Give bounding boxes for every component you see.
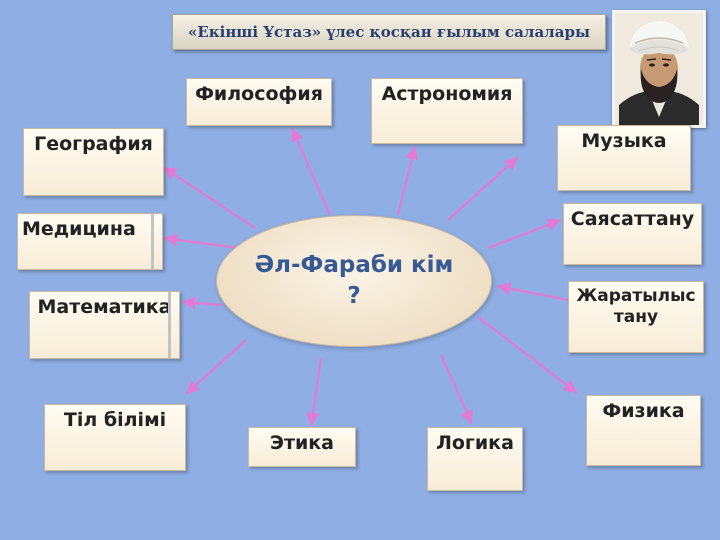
arrow-to-logic xyxy=(439,354,474,425)
node-label: Математика xyxy=(37,296,172,318)
arrow-to-philosophy xyxy=(290,127,332,216)
node-label: Жаратылыстану xyxy=(576,286,696,328)
node-scroll-divider xyxy=(151,214,154,269)
node-label: Философия xyxy=(195,83,323,105)
node-linguistics: Тіл білімі xyxy=(44,404,186,471)
page-title: «Екінші Ұстаз» үлес қосқан ғылым салалар… xyxy=(187,23,591,41)
node-politics: Саясаттану xyxy=(563,203,702,265)
arrow-to-politics xyxy=(487,218,562,250)
node-physics: Физика xyxy=(586,395,701,466)
arrow-to-physics xyxy=(477,316,578,394)
node-philosophy: Философия xyxy=(186,78,332,126)
node-scroll-divider xyxy=(168,292,171,358)
node-label: Медицина xyxy=(22,218,136,240)
node-geography: География xyxy=(23,128,164,196)
arrow-to-music xyxy=(447,156,519,221)
node-logic: Логика xyxy=(427,427,523,491)
arrow-to-geography xyxy=(162,166,256,229)
arrow-to-linguistics xyxy=(185,339,247,395)
arrow-to-medicine xyxy=(163,233,239,250)
node-astronomy: Астрономия xyxy=(371,78,523,144)
arrow-to-ethics xyxy=(306,357,323,427)
center-node: Әл-Фараби кім ? xyxy=(216,215,492,347)
node-natural-science: Жаратылыстану xyxy=(568,281,704,353)
center-question: Әл-Фараби кім ? xyxy=(254,251,454,309)
node-label: Музыка xyxy=(581,130,667,152)
node-label: Этика xyxy=(270,432,334,454)
node-medicine: Медицина xyxy=(17,213,163,270)
node-label: Астрономия xyxy=(381,83,513,105)
node-music: Музыка xyxy=(557,125,691,191)
arrow-to-mathematics xyxy=(181,296,223,310)
node-label: География xyxy=(34,133,153,155)
node-label: Саясаттану xyxy=(570,208,695,230)
node-mathematics: Математика xyxy=(29,291,180,359)
node-ethics: Этика xyxy=(248,427,356,467)
arrow-to-astronomy xyxy=(396,145,419,216)
node-label: Тіл білімі xyxy=(63,409,167,431)
node-label: Логика xyxy=(436,432,514,454)
node-label: Физика xyxy=(602,400,685,422)
title-banner: «Екінші Ұстаз» үлес қосқан ғылым салалар… xyxy=(172,14,606,50)
portrait-image xyxy=(612,10,706,128)
portrait-illustration xyxy=(615,13,703,125)
arrow-to-natural-science xyxy=(496,282,569,302)
